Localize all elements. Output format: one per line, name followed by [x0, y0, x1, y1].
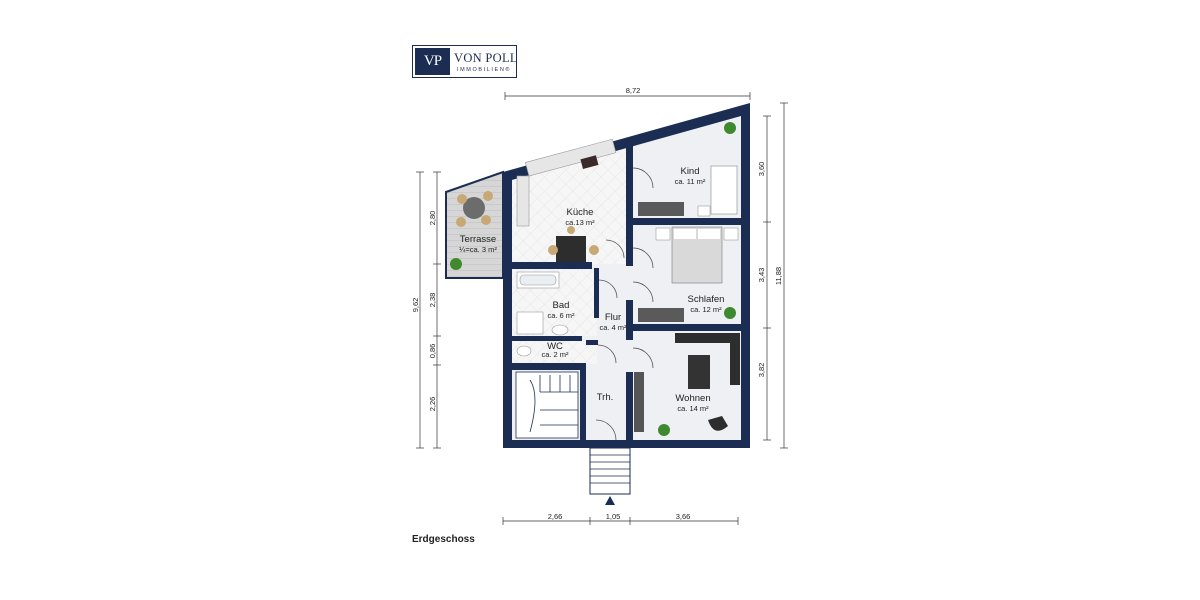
room-kueche-area: ca.13 m²: [565, 218, 595, 227]
dim-bottom-segment-2: 1,05: [606, 512, 621, 521]
room-wc-area: ca. 2 m²: [541, 350, 569, 359]
room-flur-name: Flur: [605, 312, 621, 323]
bath-fixtures: [516, 271, 569, 357]
room-kueche-name: Küche: [567, 207, 594, 218]
dim-right-segment-3: 3,82: [757, 363, 766, 378]
kitchen-furniture: [516, 138, 617, 262]
room-terrasse-name: Terrasse: [460, 234, 496, 245]
kind-furniture: [638, 165, 738, 217]
von-poll-logo: VP VON POLL IMMOBILIEN®: [412, 45, 518, 78]
dim-bottom-segment-1: 2,66: [548, 512, 563, 521]
dim-left-total: 9,62: [411, 298, 420, 313]
dim-top-width: 8,72: [626, 86, 641, 95]
schlafen-furniture: [638, 226, 739, 322]
kitchen-floor: [512, 148, 628, 264]
room-terrasse-area: ¼=ca. 3 m²: [459, 245, 497, 254]
room-schlafen-name: Schlafen: [688, 294, 725, 305]
room-treppenhaus-name: Trh.: [597, 392, 614, 403]
interior-walls: [512, 146, 741, 442]
logo-mark: VP: [415, 48, 450, 75]
dim-left-segment-3: 0,86: [428, 344, 437, 359]
dim-right-segment-2: 3,43: [757, 268, 766, 283]
logo-subtitle: IMMOBILIEN®: [457, 67, 512, 73]
dim-left-segment-4: 2,26: [428, 397, 437, 412]
dim-right-segment-1: 3,60: [757, 162, 766, 177]
logo-name: VON POLL: [454, 51, 518, 65]
room-schlafen-area: ca. 12 m²: [690, 305, 722, 314]
room-kind-name: Kind: [680, 166, 699, 177]
room-bad-area: ca. 6 m²: [547, 311, 575, 320]
entry-stairs: [589, 447, 631, 505]
room-wc-name: WC: [547, 341, 563, 352]
room-flur-area: ca. 4 m²: [599, 323, 627, 332]
room-wohnen-area: ca. 14 m²: [677, 404, 709, 413]
room-kind-area: ca. 11 m²: [675, 177, 706, 186]
room-wohnen-name: Wohnen: [675, 393, 710, 404]
inner-staircase: [515, 371, 579, 439]
floor-label: Erdgeschoss: [412, 534, 475, 545]
door-swings: [595, 167, 654, 441]
dimension-lines: [416, 92, 788, 525]
room-bad-name: Bad: [553, 300, 570, 311]
dim-bottom-segment-3: 3,66: [676, 512, 691, 521]
dim-left-segment-1: 2,80: [428, 211, 437, 226]
plants: [450, 122, 736, 436]
terrace-furniture: [456, 191, 493, 227]
dim-right-total: 11,88: [774, 267, 783, 285]
dim-left-segment-2: 2,38: [428, 293, 437, 308]
wohnen-furniture: [634, 333, 740, 432]
